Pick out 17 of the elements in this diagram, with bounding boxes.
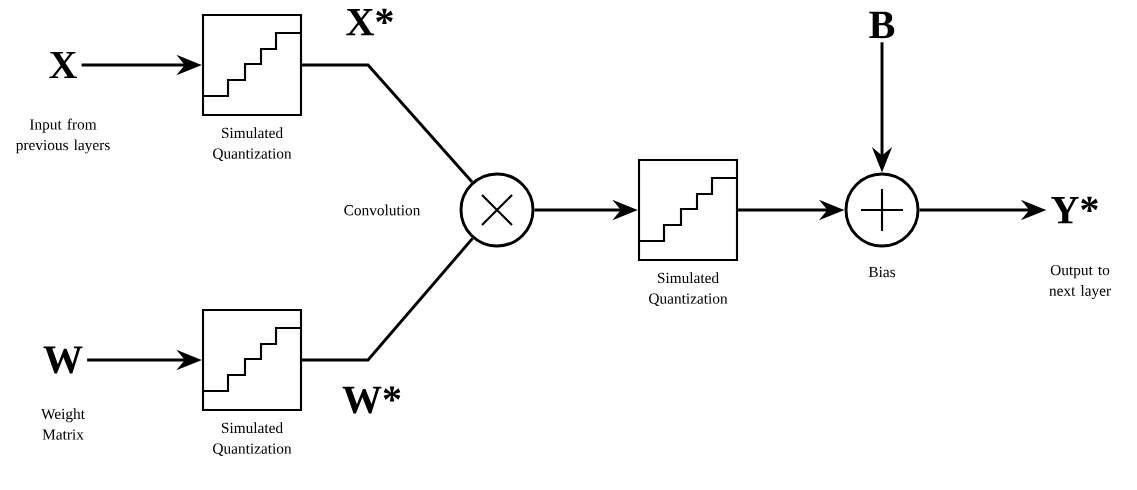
node-label: Weight Matrix — [41, 408, 85, 440]
quantizer-block: Simulated Quantization — [637, 158, 739, 307]
node-label: Input from previous layers — [16, 118, 110, 154]
node-label: Output to next layer — [1049, 264, 1111, 300]
node-label: Simulated Quantization — [213, 127, 292, 162]
node-label: Simulated Quantization — [649, 272, 728, 307]
node-label: Convolution — [344, 204, 421, 216]
quantizer-block: Simulated Quantization — [201, 308, 303, 457]
variable-label: W — [43, 346, 83, 374]
edge-label: W* — [342, 386, 401, 414]
variable-label: X — [49, 51, 77, 79]
variable-label: B — [869, 11, 895, 39]
quantizer-block: Simulated Quantization — [201, 13, 303, 162]
node-label: Bias — [868, 266, 896, 278]
node-label: Simulated Quantization — [213, 422, 292, 457]
variable-label: Y* — [1051, 196, 1098, 224]
edge-label: X* — [346, 8, 393, 36]
